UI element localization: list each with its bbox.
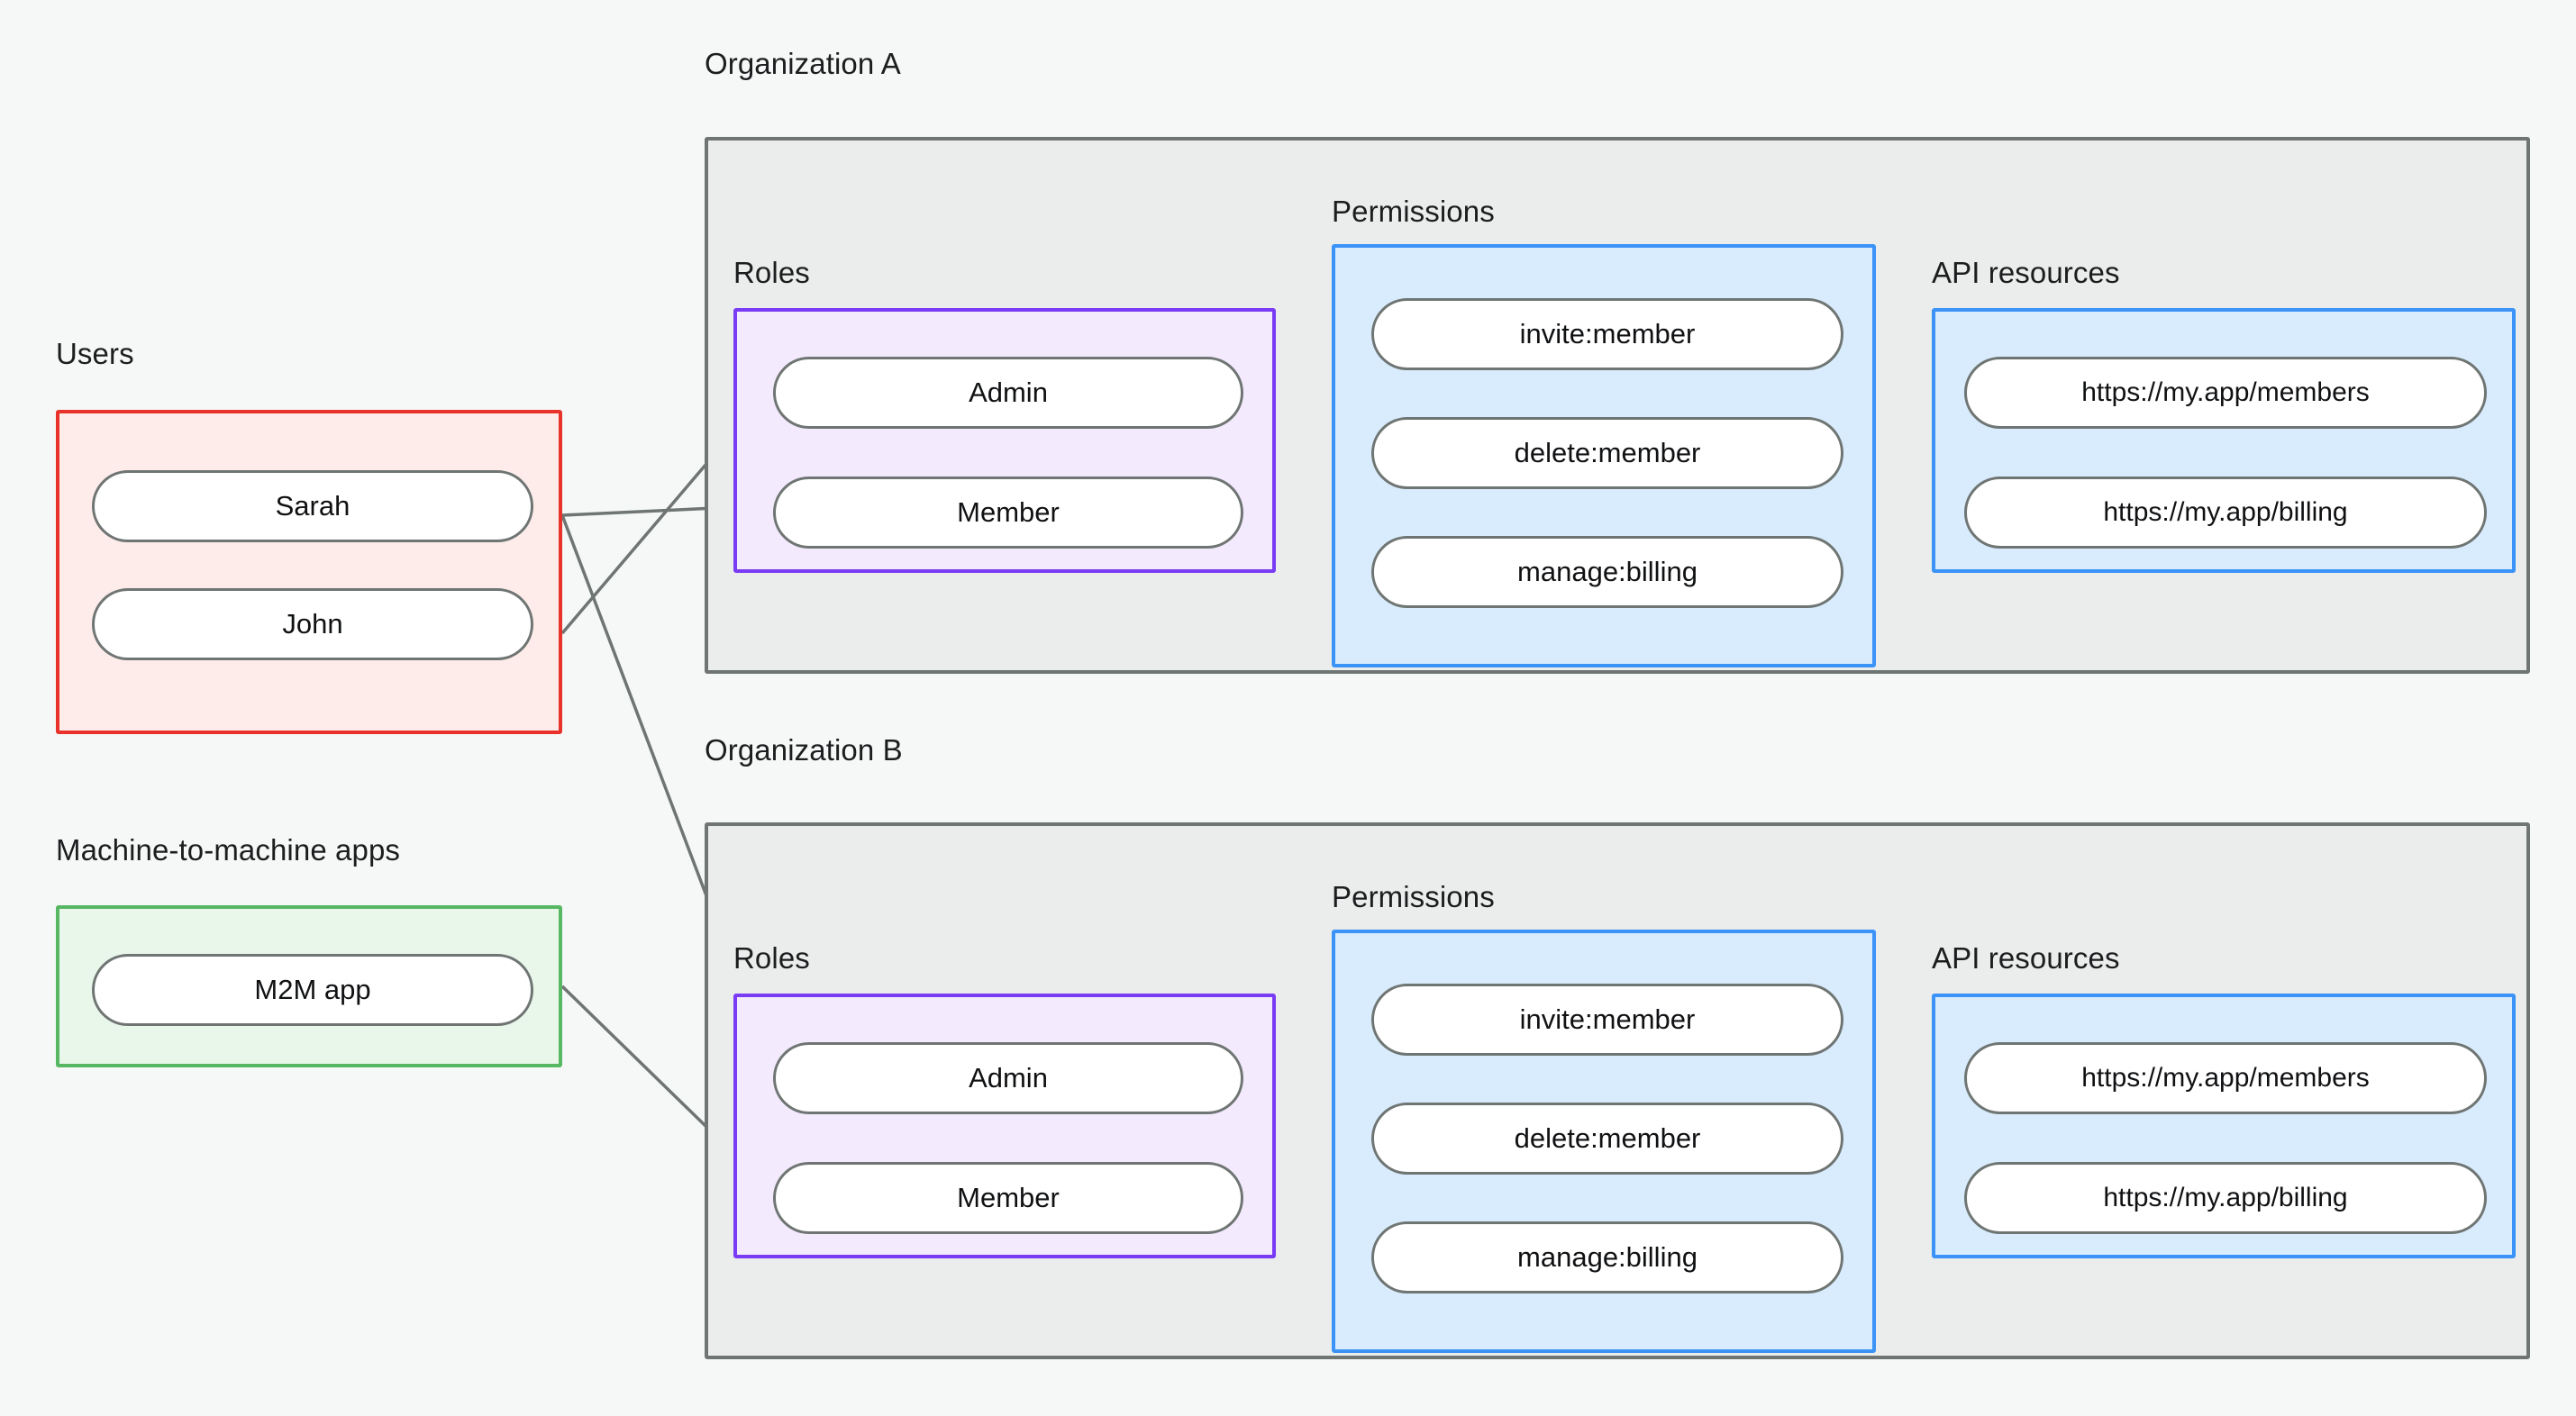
org-a-roles-container: Admin Member <box>733 308 1276 573</box>
org-a-api-resource-node-billing[interactable]: https://my.app/billing <box>1964 477 2487 549</box>
org-b-roles-container: Admin Member <box>733 994 1276 1258</box>
org-a-role-node-admin[interactable]: Admin <box>773 357 1243 429</box>
org-b-container: Roles Admin Member Permissions invite:me… <box>705 822 2530 1359</box>
org-a-label: Organization A <box>705 47 901 80</box>
org-a-permissions-container: invite:member delete:member manage:billi… <box>1332 244 1876 667</box>
users-container: Sarah John <box>56 410 562 734</box>
m2m-container: M2M app <box>56 905 562 1067</box>
user-node-john[interactable]: John <box>92 588 533 660</box>
org-b-permissions-container: invite:member delete:member manage:billi… <box>1332 930 1876 1353</box>
org-b-api-resources-label: API resources <box>1932 941 2120 975</box>
user-node-sarah[interactable]: Sarah <box>92 470 533 542</box>
org-a-api-resources-container: https://my.app/members https://my.app/bi… <box>1932 308 2516 573</box>
org-b-api-resource-node-billing[interactable]: https://my.app/billing <box>1964 1162 2487 1234</box>
org-b-api-resource-node-members[interactable]: https://my.app/members <box>1964 1042 2487 1114</box>
org-b-permissions-label: Permissions <box>1332 880 1495 913</box>
m2m-node-app[interactable]: M2M app <box>92 954 533 1026</box>
org-a-roles-label: Roles <box>733 256 810 289</box>
users-label: Users <box>56 337 134 370</box>
org-b-permission-node-invite-member[interactable]: invite:member <box>1371 984 1843 1056</box>
m2m-label: Machine-to-machine apps <box>56 833 400 867</box>
org-b-roles-label: Roles <box>733 941 810 975</box>
org-b-role-node-admin[interactable]: Admin <box>773 1042 1243 1114</box>
org-a-permission-node-delete-member[interactable]: delete:member <box>1371 417 1843 489</box>
org-a-container: Roles Admin Member Permissions invite:me… <box>705 137 2530 674</box>
org-a-permissions-label: Permissions <box>1332 195 1495 228</box>
org-b-label: Organization B <box>705 733 903 767</box>
org-b-permission-node-manage-billing[interactable]: manage:billing <box>1371 1221 1843 1293</box>
org-b-permission-node-delete-member[interactable]: delete:member <box>1371 1103 1843 1175</box>
org-a-api-resource-node-members[interactable]: https://my.app/members <box>1964 357 2487 429</box>
org-a-role-node-member[interactable]: Member <box>773 477 1243 549</box>
org-a-permission-node-invite-member[interactable]: invite:member <box>1371 298 1843 370</box>
org-b-role-node-member[interactable]: Member <box>773 1162 1243 1234</box>
org-a-api-resources-label: API resources <box>1932 256 2120 289</box>
org-b-api-resources-container: https://my.app/members https://my.app/bi… <box>1932 994 2516 1258</box>
org-a-permission-node-manage-billing[interactable]: manage:billing <box>1371 536 1843 608</box>
